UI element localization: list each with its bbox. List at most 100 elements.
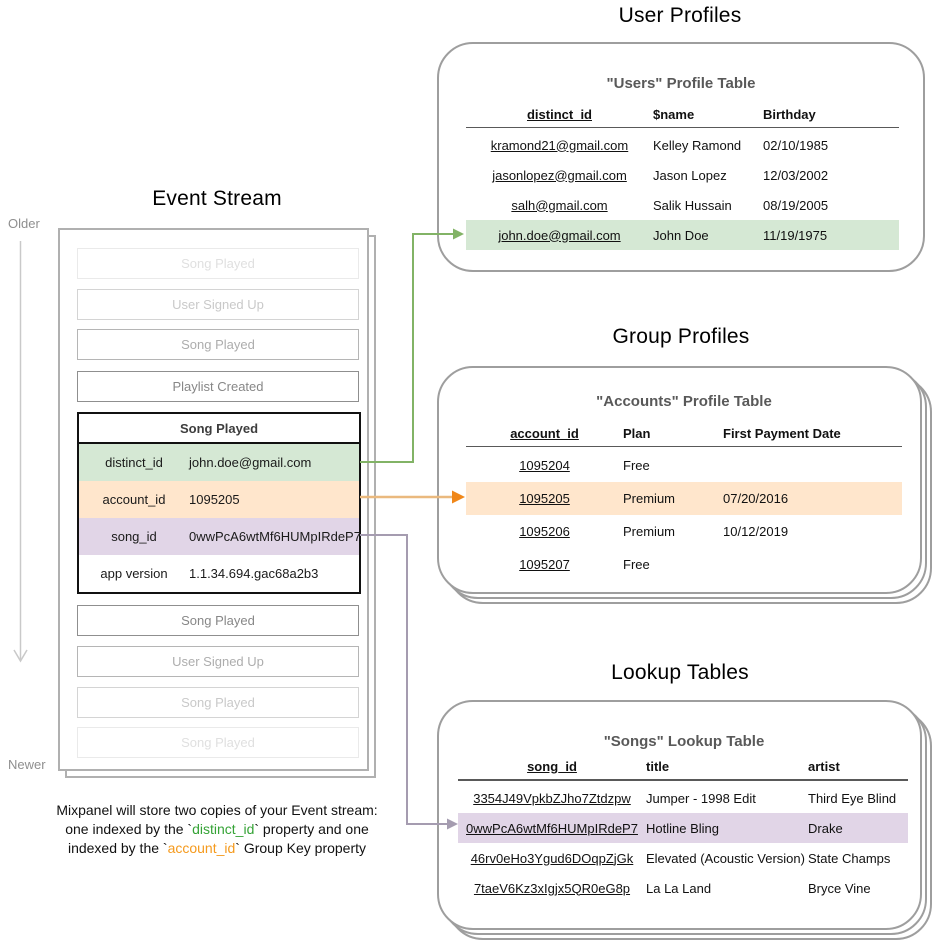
accounts-table: account_id Plan First Payment Date 10952… [466, 420, 902, 581]
table-row: 1095207 Free [466, 548, 902, 581]
cell: john.doe@gmail.com [498, 227, 621, 243]
column-header: song_id [527, 758, 577, 774]
event-label: Song Played [181, 256, 255, 271]
users-table: distinct_id $name Birthday kramond21@gma… [466, 101, 899, 250]
column-header: title [646, 758, 670, 774]
event-label: Playlist Created [172, 379, 264, 394]
property-row-account-id: account_id 1095205 [79, 481, 359, 518]
cell: 1095205 [519, 491, 570, 506]
property-value: 0wwPcA6wtMf6HUMpIRdeP7 [189, 529, 361, 544]
caption-line-3: indexed by the `account_id` Group Key pr… [17, 839, 417, 858]
cell: 7taeV6Kz3xIgjx5QR0eG8p [473, 880, 631, 896]
cell: 08/19/2005 [763, 197, 829, 213]
property-row-distinct-id: distinct_id john.doe@gmail.com [79, 444, 359, 481]
expanded-event-title: Song Played [79, 414, 359, 444]
event-box: Song Played [77, 605, 359, 636]
cell: Salik Hussain [653, 197, 732, 213]
accounts-table-header: account_id Plan First Payment Date [466, 420, 902, 446]
header-divider [466, 446, 902, 447]
column-header: $name [653, 106, 695, 122]
table-row: 1095206 Premium 10/12/2019 [466, 515, 902, 548]
cell: 02/10/1985 [763, 137, 829, 153]
accounts-table-title: "Accounts" Profile Table [596, 393, 772, 410]
songs-table: song_id title artist 3354J49VpkbZJho7Ztd… [458, 753, 908, 903]
cell: Drake [808, 820, 843, 836]
event-label: Song Played [181, 613, 255, 628]
event-box: Song Played [77, 248, 359, 279]
songs-table-header: song_id title artist [458, 753, 908, 779]
cell: Kelley Ramond [653, 137, 742, 153]
property-key: account_id [102, 492, 166, 507]
event-box: User Signed Up [77, 646, 359, 677]
property-value: 1.1.34.694.gac68a2b3 [189, 566, 319, 581]
column-header: distinct_id [526, 106, 592, 122]
cell: kramond21@gmail.com [490, 137, 629, 153]
cell: 1095204 [519, 458, 570, 473]
event-label: Song Played [181, 735, 255, 750]
cell: 1095206 [519, 524, 570, 539]
cell: 07/20/2016 [723, 491, 789, 506]
highlighted-row: 0wwPcA6wtMf6HUMpIRdeP7 Hotline Bling Dra… [458, 813, 908, 843]
property-key: distinct_id [105, 455, 163, 470]
column-header: account_id [510, 425, 579, 441]
caption-line-2: one indexed by the `distinct_id` propert… [17, 820, 417, 839]
caption-text: ` Group Key property [235, 840, 367, 856]
caption-text: one indexed by the ` [65, 821, 193, 837]
table-row: 3354J49VpkbZJho7Ztdzpw Jumper - 1998 Edi… [458, 783, 908, 813]
songs-table-title: "Songs" Lookup Table [603, 733, 765, 750]
timeline-arrow [13, 241, 28, 663]
event-box: Song Played [77, 329, 359, 360]
caption-text: ` property and one [254, 821, 369, 837]
event-box: Song Played [77, 687, 359, 718]
cell: Hotline Bling [646, 820, 719, 836]
event-box: Song Played [77, 727, 359, 758]
event-label: Song Played [181, 695, 255, 710]
header-divider [466, 127, 899, 128]
lookup-tables-title: Lookup Tables [611, 661, 749, 684]
group-profiles-title: Group Profiles [612, 325, 750, 348]
cell: Elevated (Acoustic Version) [646, 850, 805, 866]
cell: 1095207 [519, 557, 570, 572]
column-header: artist [808, 758, 840, 774]
event-label: Song Played [181, 337, 255, 352]
cell: salh@gmail.com [511, 197, 608, 213]
event-box: User Signed Up [77, 289, 359, 320]
property-key: song_id [111, 529, 157, 544]
cell: Free [623, 557, 650, 572]
users-table-title: "Users" Profile Table [606, 75, 756, 92]
cell: 0wwPcA6wtMf6HUMpIRdeP7 [466, 820, 638, 836]
table-row: 7taeV6Kz3xIgjx5QR0eG8p La La Land Bryce … [458, 873, 908, 903]
newer-label: Newer [8, 757, 46, 772]
cell: Jason Lopez [653, 167, 727, 183]
property-value: 1095205 [189, 492, 240, 507]
user-profiles-title: User Profiles [618, 4, 742, 27]
cell: Bryce Vine [808, 880, 871, 896]
users-table-header: distinct_id $name Birthday [466, 101, 899, 127]
cell: La La Land [646, 880, 712, 896]
event-stream-title: Event Stream [152, 187, 282, 210]
event-stream-container: Song Played User Signed Up Song Played P… [58, 228, 369, 771]
property-row-song-id: song_id 0wwPcA6wtMf6HUMpIRdeP7 [79, 518, 361, 555]
property-value: john.doe@gmail.com [189, 455, 312, 470]
cell: Third Eye Blind [808, 790, 897, 806]
cell: Premium [623, 524, 676, 539]
expanded-event-card: Song Played distinct_id john.doe@gmail.c… [77, 412, 361, 594]
highlighted-row: 1095205 Premium 07/20/2016 [466, 482, 902, 515]
caption-distinct-id: distinct_id [192, 821, 255, 837]
cell: 11/19/1975 [763, 227, 828, 243]
column-header: Birthday [763, 106, 816, 122]
table-row: kramond21@gmail.com Kelley Ramond 02/10/… [466, 130, 899, 160]
event-box: Playlist Created [77, 371, 359, 402]
column-header: Plan [623, 425, 651, 441]
cell: State Champs [808, 850, 891, 866]
cell: Premium [623, 491, 676, 506]
cell: jasonlopez@gmail.com [492, 167, 627, 183]
cell: Jumper - 1998 Edit [646, 790, 756, 806]
event-label: User Signed Up [172, 654, 264, 669]
accounts-profile-card [437, 366, 922, 594]
table-row: salh@gmail.com Salik Hussain 08/19/2005 [466, 190, 899, 220]
caption-line-1: Mixpanel will store two copies of your E… [56, 802, 378, 818]
caption: Mixpanel will store two copies of your E… [17, 801, 417, 858]
event-label: User Signed Up [172, 297, 264, 312]
